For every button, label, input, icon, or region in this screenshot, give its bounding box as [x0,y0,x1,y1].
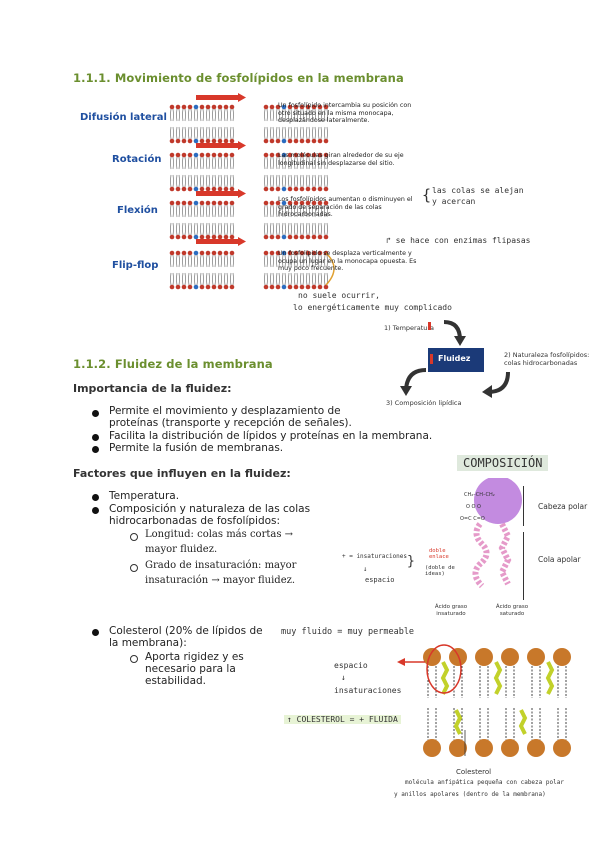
note-flipasas: ↱ se hace con enzimas flipasas [386,236,531,245]
importance-bullet-2: Facilita la distribución de lípidos y pr… [109,430,433,442]
fluidez-red-mark [430,354,433,364]
sub-bullet-ring [130,533,138,541]
note-cholesterol-desc-2: y anillos apolares (dentro de la membran… [394,791,546,798]
factor-tails: Composición y naturaleza de las colas hi… [109,503,311,527]
bullet-dot [92,446,99,453]
note-fluid-permeable: muy fluido = muy permeable [281,627,415,637]
svg-text:O=C C=O: O=C C=O [460,516,485,522]
sub-bullet-ring [130,655,138,663]
note-flexion: las colas se alejan y acercan [432,186,524,206]
label-unsaturated: Ácido graso insaturado [434,604,468,617]
note-brace: } [407,554,415,569]
cycle-item-nature: 2) Naturaleza fosfolípidos: colas hidroc… [504,351,590,367]
fluidez-box: Fluidez [428,348,484,372]
row-text-flipflop: Un fosfolípido se desplaza verticalmente… [278,250,417,273]
label-cholesterol: Colesterol [456,768,492,776]
cycle-arrow-right [482,371,510,398]
importance-bullet-3: Permite la fusión de membranas. [109,442,284,454]
row-text-rotation: Las moléculas giran alrededor de su eje … [278,152,404,167]
importance-bullet-1: Permite el movimiento y desplazamiento d… [109,405,352,429]
bullet-dot [92,410,99,417]
row-label-flipflop: Flip-flop [112,260,159,271]
bullet-dot [92,629,99,636]
label-polar-head: Cabeza polar [538,502,588,511]
note-flipasas-text: se hace con enzimas flipasas [395,236,531,245]
phospholipid-structure: CH₂–CH–CH₂ O O O O=C C=O [460,478,522,589]
bracket-tail [523,532,526,600]
factor-cholesterol: Colesterol (20% de lípidos de la membran… [109,625,263,649]
note-double-ideas: (doble de ideas) [425,565,455,577]
importance-heading: Importancia de la fluidez: [73,382,232,395]
row-text-flexion: Los fosfolípidos aumentan o disminuyen e… [278,196,413,219]
phospholipid-movement-figure: Difusión lateral Rotación Flexión Flip-f… [78,93,425,293]
note-space: espacio [365,576,395,584]
note-unsaturations: + = insaturaciones [342,553,408,560]
fluidez-label: Fluidez [438,354,471,363]
cholesterol-bilayer [397,644,571,757]
svg-text:O O O: O O O [466,504,481,510]
brace: { [422,186,432,204]
sub-rigidity: Aporta rigidez y es necesario para la es… [145,651,244,687]
factors-heading: Factores que influyen en la fluidez: [73,467,291,480]
section-heading-fluidity: 1.1.2. Fluidez de la membrana [73,357,273,371]
row-text-lateral: Un fosfolípido intercambia su posición c… [278,102,412,125]
note-unsaturations-2: insaturaciones [334,686,402,695]
note-cholesterol-fluid: ↑ COLESTEROL = + FLUIDA [284,715,401,724]
section-heading-movement: 1.1.1. Movimiento de fosfolípidos en la … [73,71,404,85]
note-space-2: espacio [334,661,368,670]
bullet-dot [92,434,99,441]
cycle-item-composition: 3) Composición lipídica [386,399,462,407]
factor-temperature: Temperatura. [109,490,180,502]
row-label-rotation: Rotación [112,154,162,165]
note-arrow-down-2: ↓ [341,673,346,682]
row-label-lateral-diffusion: Difusión lateral [80,112,167,123]
bullet-dot [92,507,99,514]
sub-length: Longitud: colas más cortas → mayor fluid… [145,529,294,555]
note-rare-1: no suele ocurrir, [298,291,380,300]
lipid-bilayer-drawings [169,93,335,293]
bracket-head [523,486,526,526]
note-rare-2: lo energéticamente muy complicado [293,303,452,312]
cycle-item-temperature: 1) Temperatura [384,324,435,332]
composicion-title: COMPOSICIÓN [457,455,549,471]
label-apolar-tail: Cola apolar [538,555,581,564]
note-cholesterol-desc-1: molécula anfipática pequeña con cabeza p… [405,779,564,786]
bullet-dot [92,494,99,501]
sub-unsaturation: Grado de insaturación: mayor insaturació… [145,560,297,586]
label-saturated: Ácido graso saturado [495,604,529,617]
svg-text:CH₂–CH–CH₂: CH₂–CH–CH₂ [464,492,495,498]
thermometer-icon [427,322,441,330]
note-double-bond: doble enlace [429,548,449,560]
cycle-arrow-top [443,320,466,346]
cycle-arrow-left [400,368,427,396]
row-label-flexion: Flexión [117,205,158,216]
sub-bullet-ring [130,564,138,572]
note-arrow-down: ↓ [363,565,368,573]
